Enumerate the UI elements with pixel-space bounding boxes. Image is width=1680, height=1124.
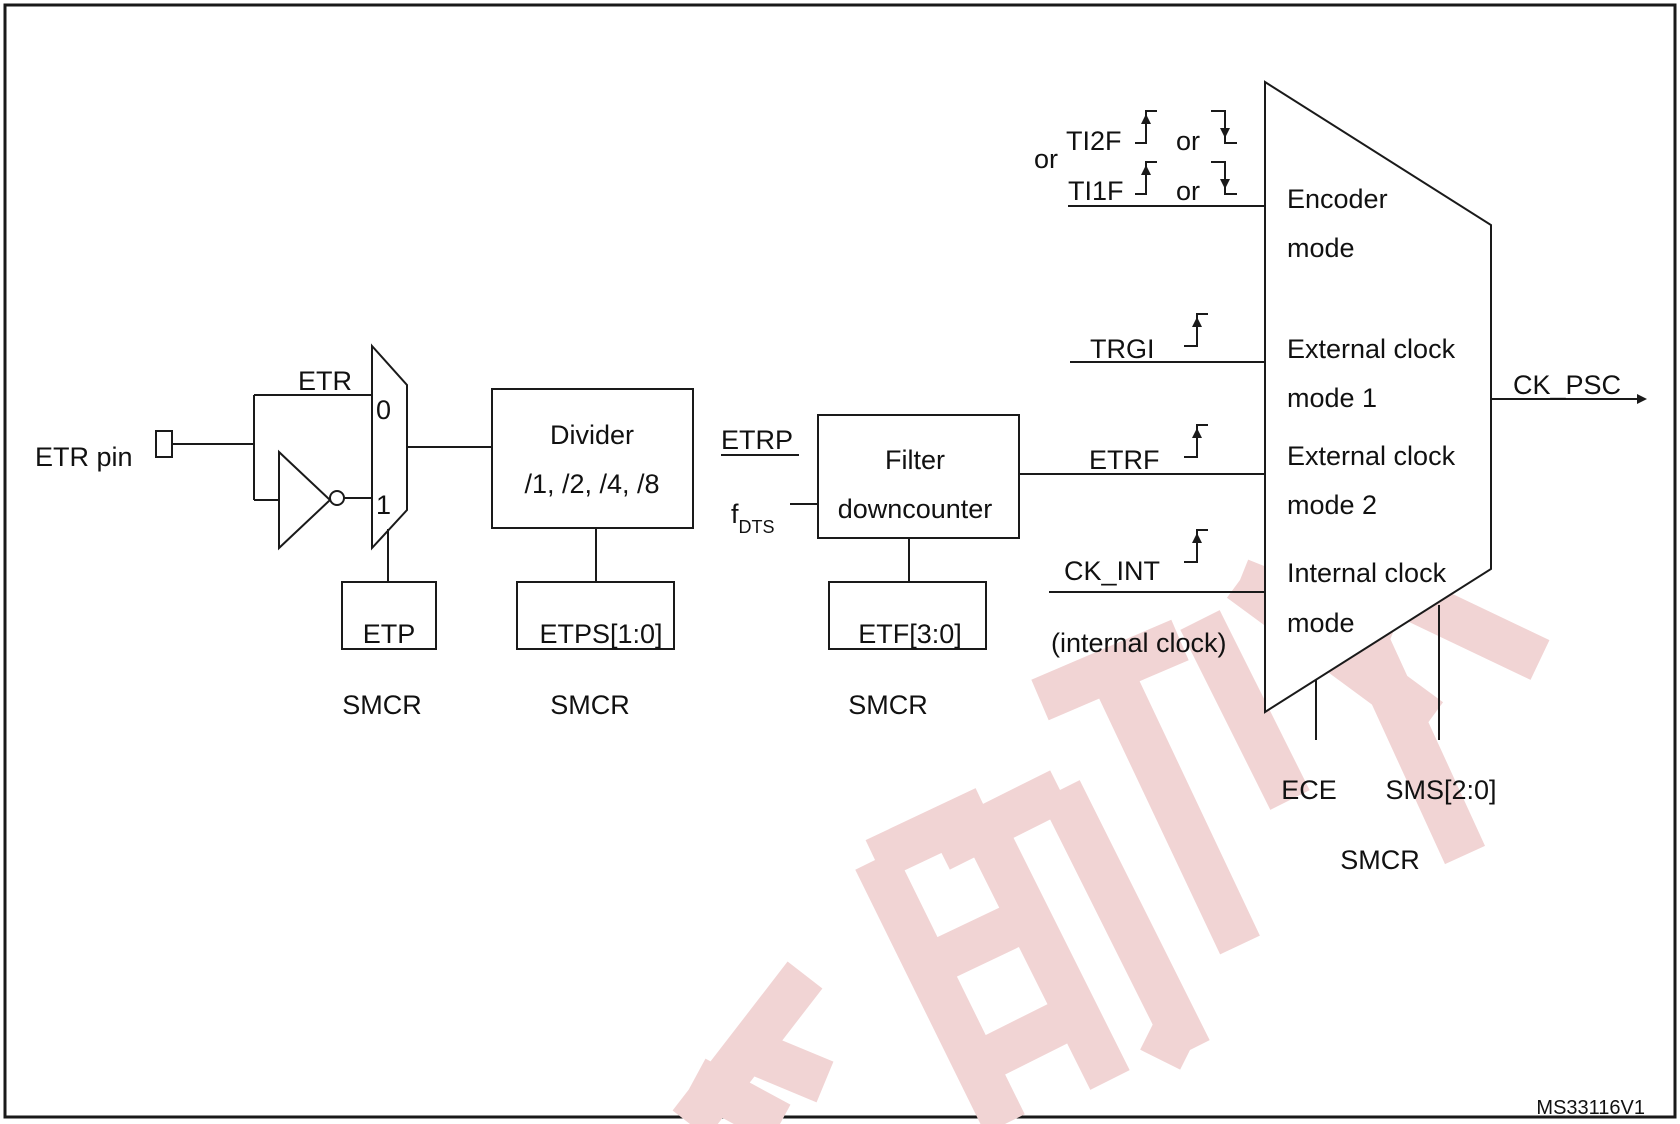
ext-clock-mode2-line2: mode 2 bbox=[1287, 490, 1377, 520]
ti1f-falling-edge bbox=[1211, 161, 1237, 195]
ti2f-falling-arrow bbox=[1220, 128, 1230, 138]
internal-clock-note: (internal clock) bbox=[1051, 628, 1227, 658]
sms-label: SMS[2:0] bbox=[1385, 775, 1496, 805]
etps-register-box bbox=[516, 581, 675, 650]
internal-clock-mode-line1: Internal clock bbox=[1287, 558, 1447, 588]
fdts-subscript: DTS bbox=[739, 517, 775, 537]
selector-smcr-label: SMCR bbox=[1340, 845, 1420, 875]
ti1f-label: TI1F bbox=[1068, 176, 1124, 206]
etrf-label: ETRF bbox=[1089, 445, 1160, 475]
ti2f-falling-edge bbox=[1211, 110, 1237, 144]
etp-smcr-label: SMCR bbox=[342, 690, 422, 720]
ti2f-rising-edge bbox=[1135, 110, 1157, 144]
ti1f-rising-edge bbox=[1135, 161, 1157, 195]
ext-clock-mode1-line1: External clock bbox=[1287, 334, 1456, 364]
mux-input-1: 1 bbox=[376, 490, 391, 520]
ck-psc-label: CK_PSC bbox=[1513, 370, 1621, 400]
etf-label: ETF[3:0] bbox=[858, 619, 962, 649]
etp-label: ETP bbox=[363, 619, 416, 649]
inverter-triangle bbox=[278, 449, 332, 551]
fdts-base: f bbox=[731, 499, 739, 529]
internal-clock-mode-line2: mode bbox=[1287, 608, 1355, 638]
ti1f-falling-arrow bbox=[1220, 179, 1230, 189]
or-prefix: or bbox=[1034, 144, 1058, 174]
etr-pin-pad bbox=[155, 430, 173, 458]
ck-int-rising-arrow bbox=[1192, 533, 1202, 543]
divider-ratios: /1, /2, /4, /8 bbox=[524, 469, 659, 499]
ck-int-rising-edge bbox=[1184, 529, 1208, 563]
ti2f-rising-arrow bbox=[1141, 114, 1151, 124]
filter-title: Filter bbox=[885, 445, 945, 475]
ext-clock-mode1-line2: mode 1 bbox=[1287, 383, 1377, 413]
ti2f-label: TI2F bbox=[1066, 126, 1122, 156]
ck-int-label: CK_INT bbox=[1064, 556, 1160, 586]
trgi-label: TRGI bbox=[1090, 334, 1155, 364]
etps-smcr-label: SMCR bbox=[550, 690, 630, 720]
inverter-bubble bbox=[329, 490, 345, 506]
trgi-rising-edge bbox=[1184, 313, 1208, 347]
mux-etr-label: ETR bbox=[298, 366, 352, 396]
ti1f-or-label: or bbox=[1176, 176, 1200, 206]
ext-clock-mode2-line1: External clock bbox=[1287, 441, 1456, 471]
etp-mux bbox=[371, 343, 408, 551]
etrf-rising-edge bbox=[1184, 424, 1208, 458]
encoder-mode-line2: mode bbox=[1287, 233, 1355, 263]
ti2f-or-label: or bbox=[1176, 126, 1200, 156]
fdts-label: fDTS bbox=[731, 499, 775, 537]
etr-fanout-wires bbox=[172, 394, 372, 501]
figure-frame bbox=[3, 3, 1677, 1119]
etrf-rising-arrow bbox=[1192, 428, 1202, 438]
filter-block bbox=[817, 414, 1020, 539]
filter-subtitle: downcounter bbox=[838, 494, 993, 524]
ece-label: ECE bbox=[1281, 775, 1337, 805]
etps-label: ETPS[1:0] bbox=[539, 619, 662, 649]
mux-input-0: 0 bbox=[376, 395, 391, 425]
clock-mode-selector bbox=[1264, 80, 1492, 714]
divider-title: Divider bbox=[550, 420, 634, 450]
figure-id: MS33116V1 bbox=[1536, 1097, 1645, 1119]
etr-pin-label: ETR pin bbox=[35, 442, 133, 472]
encoder-mode-line1: Encoder bbox=[1287, 184, 1388, 214]
etp-register-box bbox=[341, 581, 437, 650]
trgi-rising-arrow bbox=[1192, 317, 1202, 327]
etf-smcr-label: SMCR bbox=[848, 690, 928, 720]
etf-register-box bbox=[828, 581, 987, 650]
etrp-label: ETRP bbox=[721, 425, 793, 455]
divider-block bbox=[491, 388, 694, 529]
ti1f-rising-arrow bbox=[1141, 165, 1151, 175]
